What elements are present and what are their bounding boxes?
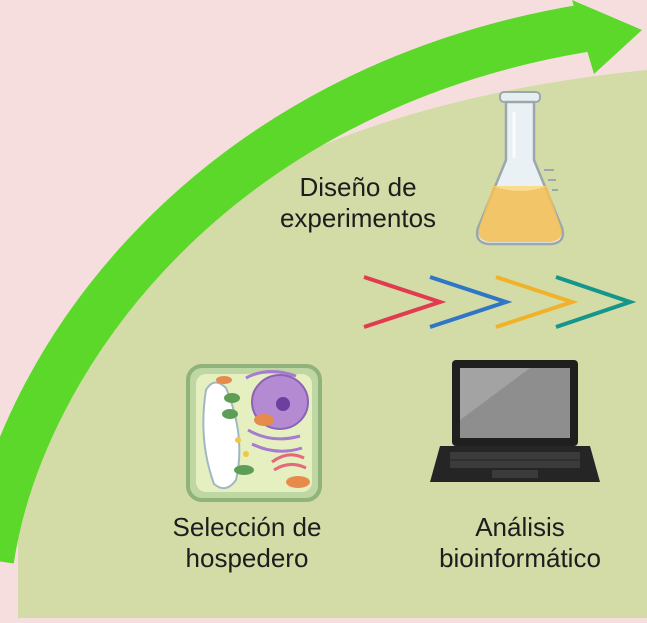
label-line: bioinformático bbox=[439, 543, 601, 574]
flask-icon bbox=[475, 91, 565, 246]
label-line: Selección de bbox=[172, 512, 322, 542]
label-host-selection: Selección de hospedero bbox=[142, 512, 352, 574]
laptop-icon bbox=[430, 360, 600, 482]
label-bioinformatic-analysis: Análisis bioinformático bbox=[400, 512, 640, 574]
chevron-arrows-icon bbox=[363, 275, 637, 329]
plant-cell-icon bbox=[186, 364, 322, 502]
label-experiment-design: Diseño de experimentos bbox=[258, 172, 458, 234]
curved-progress-arrow bbox=[0, 0, 642, 564]
label-line: Análisis bbox=[475, 512, 565, 542]
label-line: experimentos bbox=[279, 203, 437, 234]
label-line: hospedero bbox=[185, 543, 309, 574]
label-line: Diseño de bbox=[299, 172, 417, 202]
